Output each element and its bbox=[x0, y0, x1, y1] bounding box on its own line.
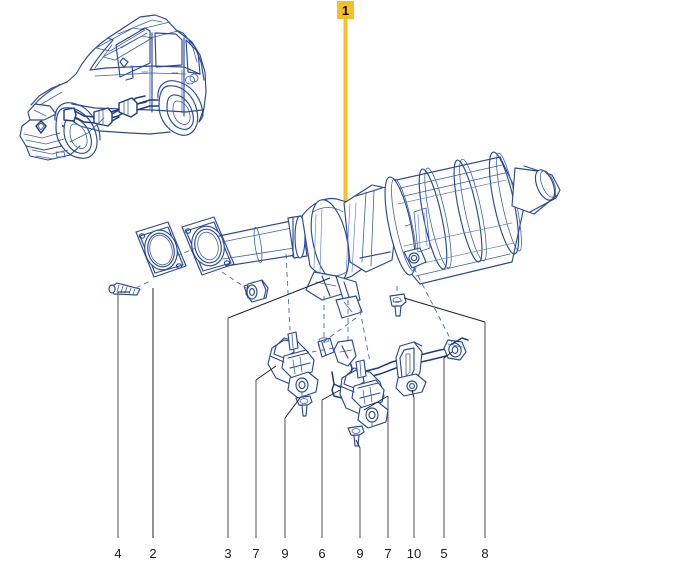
part-bracket-bolt-left bbox=[295, 395, 313, 417]
callout-badge-1[interactable]: 1 bbox=[337, 1, 354, 19]
part-stud-bolt bbox=[108, 282, 141, 296]
part-number-label-2[interactable]: 2 bbox=[149, 546, 157, 561]
part-number-label-3[interactable]: 3 bbox=[224, 546, 232, 561]
part-rubber-mount bbox=[317, 337, 335, 358]
part-mounting-bracket-right bbox=[339, 359, 389, 429]
part-number-label-7-left[interactable]: 7 bbox=[252, 546, 260, 561]
part-number-label-6[interactable]: 6 bbox=[318, 546, 326, 561]
part-number-label-7-right[interactable]: 7 bbox=[384, 546, 392, 561]
part-catalytic-converter-assembly bbox=[181, 151, 561, 319]
part-number-label-10[interactable]: 10 bbox=[406, 546, 422, 561]
part-flange-nut bbox=[245, 279, 269, 303]
part-exhaust-flange-gasket bbox=[135, 221, 187, 278]
part-number-label-4[interactable]: 4 bbox=[114, 546, 122, 561]
part-support-stay bbox=[395, 341, 427, 397]
part-number-label-8[interactable]: 8 bbox=[481, 546, 489, 561]
part-mounting-bracket-left bbox=[267, 331, 319, 399]
leader-lines bbox=[117, 277, 486, 538]
part-sensor-bolt bbox=[389, 293, 407, 317]
part-number-label-9-left[interactable]: 9 bbox=[281, 546, 289, 561]
part-number-label-9-right[interactable]: 9 bbox=[356, 546, 364, 561]
highlighted-exhaust-path bbox=[63, 95, 159, 127]
part-number-label-5[interactable]: 5 bbox=[440, 546, 448, 561]
vehicle-location-thumbnail bbox=[19, 14, 207, 161]
assembly-alignment-lines bbox=[135, 247, 453, 430]
part-bracket-bolt-right bbox=[347, 425, 365, 447]
